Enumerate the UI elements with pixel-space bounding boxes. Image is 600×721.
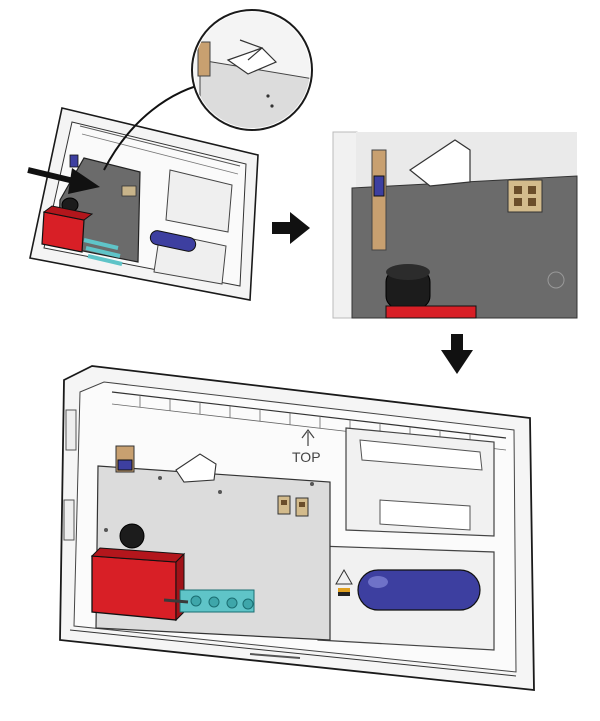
side-tab: [65, 409, 77, 451]
housing-notch: [249, 653, 301, 659]
mounting-hole: [158, 476, 162, 480]
side-tab: [63, 499, 75, 541]
warning-symbol: [335, 568, 353, 585]
ribbon-cable: [371, 149, 387, 251]
housing-compartment: [165, 169, 233, 233]
ribbon-connector: [373, 175, 385, 197]
mounting-hole: [218, 490, 222, 494]
relay: [91, 555, 177, 621]
ribbon-connector: [117, 459, 133, 471]
step-3-final-assembly: TOP: [59, 365, 535, 692]
blue-capacitor: [149, 230, 197, 252]
housing-rib: [81, 133, 239, 175]
black-capacitor: [119, 523, 145, 549]
housing-rib: [79, 125, 241, 167]
top-arrow-icon: [301, 429, 315, 446]
jumper-block: [277, 495, 309, 517]
ribbon-connector: [69, 154, 79, 168]
relay: [385, 305, 477, 319]
top-marking: TOP: [292, 449, 321, 465]
terminal-pins: [163, 589, 255, 613]
arrow-down-icon: [441, 334, 473, 374]
mounting-hole: [104, 528, 108, 532]
detail-magnifier: [191, 9, 313, 131]
housing-bottom-edge: [69, 629, 517, 677]
retaining-clip: [175, 453, 217, 483]
jumper-block: [121, 185, 137, 197]
terminal-pins: [83, 238, 123, 266]
arrow-right-icon: [272, 212, 310, 244]
step-2-detail-view: [332, 131, 578, 319]
jumper-block: [507, 179, 543, 213]
step-1-tilted-housing: [27, 9, 313, 301]
insert-arrow-icon: [27, 167, 100, 194]
housing-marking: [547, 271, 565, 289]
mounting-hole: [310, 482, 314, 486]
blue-capacitor: [357, 569, 481, 611]
retaining-clip: [408, 139, 471, 187]
